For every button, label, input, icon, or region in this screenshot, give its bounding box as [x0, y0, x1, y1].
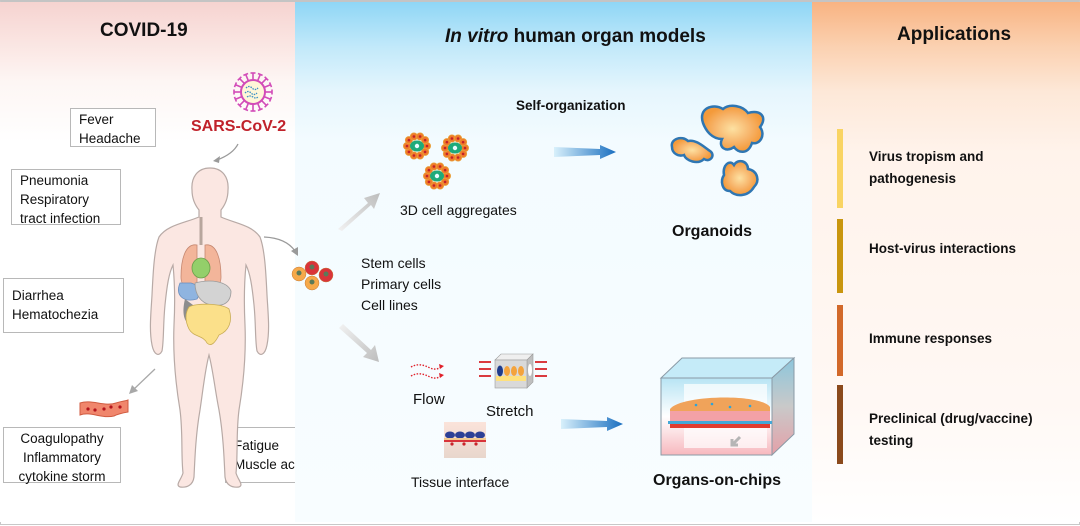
symptom-line: Pneumonia [20, 173, 89, 188]
infection-arrow [213, 143, 239, 163]
tissue-interface-icon [444, 422, 486, 458]
organ-models-title: In vitro human organ models [445, 26, 706, 48]
application-immune: Immune responses [869, 328, 992, 350]
application-line: testing [869, 433, 914, 448]
application-line: Host-virus interactions [869, 241, 1017, 256]
application-bar-tropism [837, 129, 843, 208]
application-bar-preclinical [837, 385, 843, 464]
aggregates-label: 3D cell aggregates [400, 202, 517, 218]
organ-on-chip-icon [659, 356, 796, 457]
aggregate-icon [403, 132, 431, 160]
cell-cluster-icon [291, 260, 334, 291]
symptom-line: Inflammatory [22, 450, 102, 465]
applications-panel [812, 2, 1080, 522]
cell-source-lines: Cell lines [361, 297, 418, 313]
aggregate-icon [422, 162, 452, 190]
symptom-line: Diarrhea [12, 288, 64, 303]
symptom-line: Fever [79, 112, 114, 127]
virus-icon [233, 72, 273, 112]
application-line: pathogenesis [869, 171, 957, 186]
organoids-label: Organoids [672, 223, 753, 240]
symptom-line: tract infection [20, 211, 101, 226]
symptom-box-vascular: Coagulopathy Inflammatory cytokine storm [3, 427, 121, 484]
stretch-icon [479, 353, 547, 389]
arrow-to-organs-on-chips [561, 417, 623, 431]
symptom-line: cytokine storm [18, 469, 106, 484]
cell-icon [291, 266, 307, 282]
tissue-interface-label: Tissue interface [411, 474, 510, 490]
symptom-box-fever: Fever Headache [70, 108, 156, 147]
title-italic: In vitro [445, 26, 509, 47]
cell-aggregates-icon [403, 132, 470, 190]
arrow-to-organoids [554, 145, 616, 159]
self-organization-label: Self-organization [516, 98, 626, 113]
vessel-arrow [129, 368, 156, 394]
symptom-line: Headache [79, 131, 141, 146]
symptom-line: Fatigue [234, 438, 280, 453]
flow-icon [410, 364, 444, 379]
cell-source-primary: Primary cells [361, 276, 442, 292]
application-line: Immune responses [869, 331, 993, 346]
arrow-to-aggregates [338, 193, 380, 231]
symptom-line: Hematochezia [12, 307, 99, 322]
application-preclinical: Preclinical (drug/vaccine) testing [869, 408, 1033, 452]
title-rest: human organ models [508, 26, 706, 47]
cell-icon [304, 260, 320, 276]
application-bar-immune [837, 305, 843, 376]
cells-arrow [263, 236, 298, 256]
symptom-box-respiratory: Pneumonia Respiratory tract infection [11, 169, 121, 226]
cell-icon [304, 275, 320, 291]
human-body-icon [149, 167, 270, 488]
application-host-virus: Host-virus interactions [869, 238, 1016, 260]
application-tropism: Virus tropism and pathogenesis [869, 146, 984, 190]
symptom-box-gastrointestinal: Diarrhea Hematochezia [3, 278, 124, 333]
aggregate-icon [441, 134, 470, 162]
covid-title: COVID-19 [100, 20, 188, 41]
arrow-to-chips [339, 324, 379, 362]
blood-vessel-icon [79, 399, 129, 418]
applications-title: Applications [897, 24, 1012, 45]
symptom-line: Coagulopathy [20, 431, 104, 446]
flow-label: Flow [413, 391, 445, 408]
cell-source-stem: Stem cells [361, 255, 426, 271]
organoids-icon [670, 104, 765, 197]
virus-label: SARS-CoV-2 [191, 118, 287, 135]
stretch-label: Stretch [486, 403, 534, 420]
cell-icon [318, 267, 334, 283]
symptom-line: Respiratory [20, 192, 90, 207]
cell-source-list: Stem cells Primary cells Cell lines [361, 253, 441, 316]
application-bar-host-virus [837, 219, 843, 293]
organs-on-chips-label: Organs-on-chips [653, 472, 782, 489]
symptom-line: Muscle ache [234, 457, 310, 472]
application-line: Virus tropism and [869, 149, 984, 164]
application-line: Preclinical (drug/vaccine) [869, 411, 1033, 426]
